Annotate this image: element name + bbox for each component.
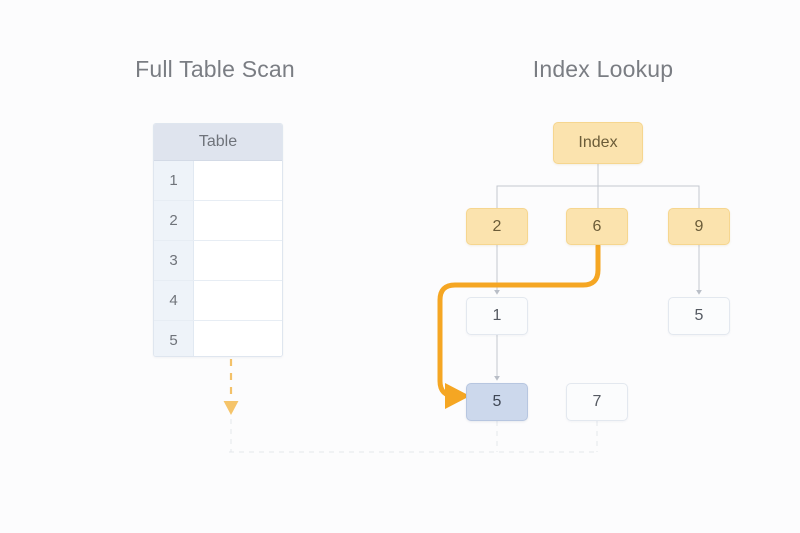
table-row-cell [194, 201, 282, 240]
table-row: 2 [154, 201, 282, 241]
table-row-index: 1 [154, 161, 194, 200]
table-row-cell [194, 241, 282, 280]
table-row: 3 [154, 241, 282, 281]
tree-leaf-7: 7 [566, 383, 628, 421]
tree-node-index-root: Index [553, 122, 643, 164]
table-row-cell [194, 321, 282, 356]
table-row-index: 5 [154, 321, 194, 356]
table-row-cell [194, 281, 282, 320]
page-title-index-lookup: Index Lookup [532, 56, 674, 82]
tree-node-index-2: 2 [466, 208, 528, 245]
edge-index-to-children [496, 164, 700, 208]
table-header: Table [154, 124, 282, 161]
table-row: 1 [154, 161, 282, 201]
table-row-index: 3 [154, 241, 194, 280]
table-row: 4 [154, 281, 282, 321]
tree-node-index-6: 6 [566, 208, 628, 245]
tree-node-index-9: 9 [668, 208, 730, 245]
table-row: 5 [154, 321, 282, 356]
page-title-full-table-scan: Full Table Scan [135, 56, 295, 82]
table-row-index: 4 [154, 281, 194, 320]
table-row-index: 2 [154, 201, 194, 240]
table-card: Table 1 2 3 4 5 [153, 123, 283, 357]
baseline-dashes [229, 419, 599, 453]
tree-leaf-5-highlighted: 5 [466, 383, 528, 421]
tree-leaf-5-right: 5 [668, 297, 730, 335]
table-row-cell [194, 161, 282, 200]
tree-leaf-1: 1 [466, 297, 528, 335]
